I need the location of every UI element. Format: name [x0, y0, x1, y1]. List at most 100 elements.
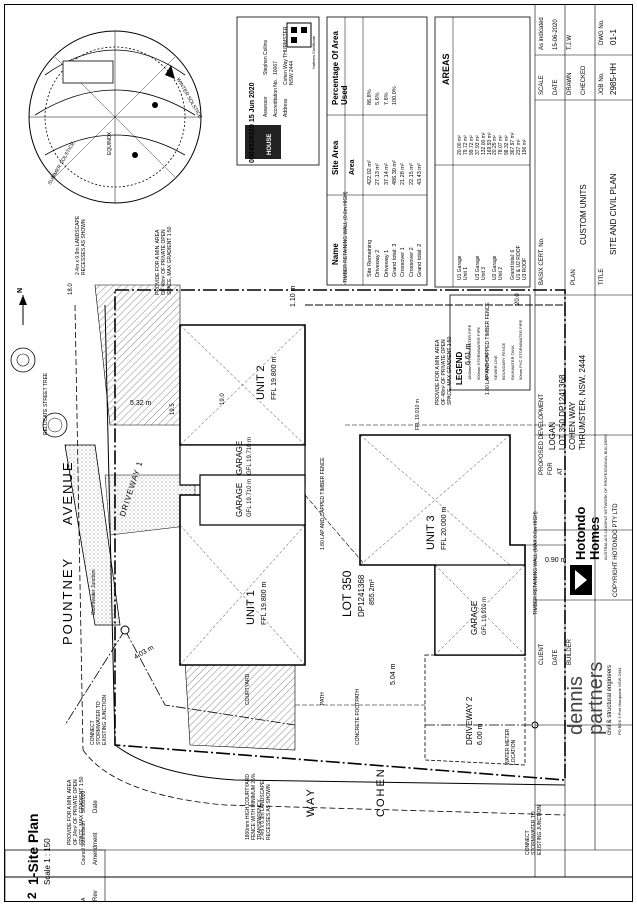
- unit1-ffl: FFL 19.800 m: [261, 581, 268, 625]
- scale-note: Scale 1 : 150: [43, 838, 52, 885]
- dim-090: 0.90 m: [545, 557, 567, 564]
- site-area-row-area: 27.13 m²: [375, 163, 382, 185]
- garage2-label: GARAGE: [235, 440, 244, 475]
- basix-caption: Nathers Certificate: [311, 35, 316, 69]
- unit2-ffl: FFL 19.800 m: [271, 356, 278, 400]
- stormwater-note: CONNECT STORMWATER TO EXISTING JUNCTION: [90, 694, 108, 745]
- path-label: PATH: [320, 692, 326, 705]
- pos-note-2: PROVIDE FOR A MIN. AREA OF 48m² OF PRIVA…: [435, 336, 453, 405]
- site-area-row-pct: 7.6%: [383, 92, 390, 105]
- compass-sun-diagram: [28, 30, 202, 204]
- site-area-row-name: Driveway 2: [375, 249, 382, 277]
- site-area-row-area: 486.30 m²: [391, 160, 398, 185]
- areas-row-value: 37.93 m²: [474, 135, 481, 155]
- water-meter-note: WATER METER LOCATION: [505, 728, 517, 765]
- site-area-h-site: Site Area: [331, 140, 340, 175]
- basix-cert-label: BASIX CERT. No.: [539, 237, 545, 285]
- scale-label: SCALE: [539, 75, 545, 95]
- dim-504: 5.04 m: [390, 663, 397, 685]
- site-area-row-pct: 86.8%: [367, 89, 373, 105]
- timber-wall-note: TIMBER RETAINING WALL (0.6m HIGH): [343, 191, 349, 284]
- revision-cell: Council Submission: [81, 821, 87, 865]
- revision-header: Amendment: [93, 832, 99, 865]
- site-area-h-name: Name: [331, 243, 340, 265]
- pos-area-unit1: [184, 659, 296, 751]
- timber-wall-note-2: TIMBER RETAINING WALL (MAX 0.6m HIGH): [533, 511, 539, 615]
- revision-cell: A: [81, 897, 87, 901]
- builder-name-2: Homes: [587, 516, 602, 560]
- street-cohen: COHEN: [375, 767, 387, 817]
- date-value: 15-06-2020: [553, 19, 559, 50]
- site-area-row-area: 43.43 m²: [416, 163, 423, 185]
- tree-note: RELOCATE STREET TREE: [43, 372, 49, 435]
- dwg-label: DWG No.: [599, 19, 605, 45]
- street-ref: COHEN WAY: [568, 401, 577, 450]
- ffl-unit3-porch: FFL 19.910 m: [415, 399, 421, 430]
- areas-row-name: Unit 1: [462, 266, 469, 280]
- site-area-row-name: Site Remaining: [367, 239, 373, 277]
- sewer-junction-note: Stormwater Junction: [91, 569, 97, 615]
- legend-title: LEGEND: [455, 351, 464, 385]
- north-arrow: [10, 295, 36, 373]
- areas-row-name: Unit 3: [480, 266, 487, 280]
- street-pountney: POUNTNEY: [60, 556, 75, 645]
- title-label: TITLE: [599, 268, 605, 285]
- lot-dp: DP1241368: [357, 574, 366, 617]
- title-value: SITE AND CIVIL PLAN: [609, 173, 618, 255]
- unit3-ffl: FFL 20.000 m: [441, 506, 448, 550]
- unit-3-building: [359, 434, 526, 656]
- basix-assessor-label: Assessor: [263, 96, 269, 117]
- title-block-frame: [5, 5, 632, 878]
- site-plan-drawing: [5, 5, 632, 901]
- plan-value: CUSTOM UNITS: [579, 184, 588, 245]
- project-label: PROPOSED DEVELOPMENT: [539, 393, 545, 475]
- unit3-label: UNIT 3: [425, 515, 437, 550]
- garage3-label: GARAGE: [470, 600, 479, 635]
- site-area-row-name: Crossover 1: [400, 247, 407, 277]
- sheet-title: 1-Site Plan: [25, 813, 41, 885]
- dwg-value: 01-1: [609, 28, 618, 45]
- suburb-ref: THRUMSTER, NSW, 2444: [578, 354, 587, 450]
- legend-item: RAINWATER TANK: [509, 345, 515, 380]
- areas-row-value: 132.00 m²: [480, 132, 487, 155]
- lot-ref: LOT 350 DP1241368: [558, 374, 567, 450]
- basix-brand: HOUSE: [267, 133, 273, 155]
- drawing-sheet: 1-Site Plan Scale 1 : 150 2 POUNTNEY AVE…: [4, 4, 633, 902]
- client-sign-label: CLIENT: [539, 643, 545, 665]
- revision-header: Date: [93, 800, 99, 813]
- driveway2-width: 6.00 m: [477, 723, 484, 745]
- for-label: FOR: [548, 462, 554, 475]
- lot-area: 855.2m²: [369, 579, 376, 605]
- driveway-1-area: [64, 444, 121, 626]
- unit1-label: UNIT 1: [245, 590, 257, 625]
- job-label: JOB No.: [599, 72, 605, 95]
- site-area-row-area: 21.28 m²: [400, 163, 407, 185]
- fences-and-walls: [295, 304, 565, 706]
- areas-row-name: Unit 2: [498, 266, 505, 280]
- site-area-row-pct: 5.6%: [375, 92, 382, 105]
- basix-cert-id: 0004929010 15 Jun 2020: [249, 82, 256, 163]
- lot-boundary: [114, 289, 566, 781]
- legend-frame: [449, 294, 531, 391]
- engineer-detail: PO BOX 9 Port Macquarie NSW 2444: [617, 667, 622, 735]
- areas-table-frame: [434, 16, 531, 288]
- unit2-label: UNIT 2: [255, 365, 267, 400]
- builder-copyright: COPYRIGHT HOTONDO PTY LTD: [613, 503, 619, 597]
- concrete-footpath: CONCRETE FOOTPATH: [355, 689, 361, 745]
- street-tree: [42, 412, 68, 438]
- basix-address: Cohen Way THURMSTER NSW 2444: [283, 26, 295, 85]
- areas-title: AREAS: [441, 53, 451, 85]
- scale-value: As indicated: [539, 17, 545, 50]
- site-area-table-frame: [326, 16, 428, 286]
- revision-cell: 5/06/2020: [81, 790, 87, 813]
- site-area-row-name: Crossover 2: [408, 247, 415, 277]
- basix-assessor: Stephen Collins: [263, 39, 269, 75]
- basix-accreditation: 10067: [273, 61, 279, 75]
- site-area-row-area: 22.15 m²: [408, 163, 415, 185]
- areas-row-name: U3 Garage: [474, 255, 481, 280]
- contour-195: 19.5: [170, 403, 176, 415]
- fence-note-1: 1.80 LAP AND CAPPED TIMBER FENCE: [320, 457, 326, 550]
- basix-accreditation-label: Accreditation No.: [273, 78, 279, 117]
- builder-sign-label: BUILDER: [567, 638, 573, 665]
- legend-item: IR DOWNPIPE: [484, 353, 489, 380]
